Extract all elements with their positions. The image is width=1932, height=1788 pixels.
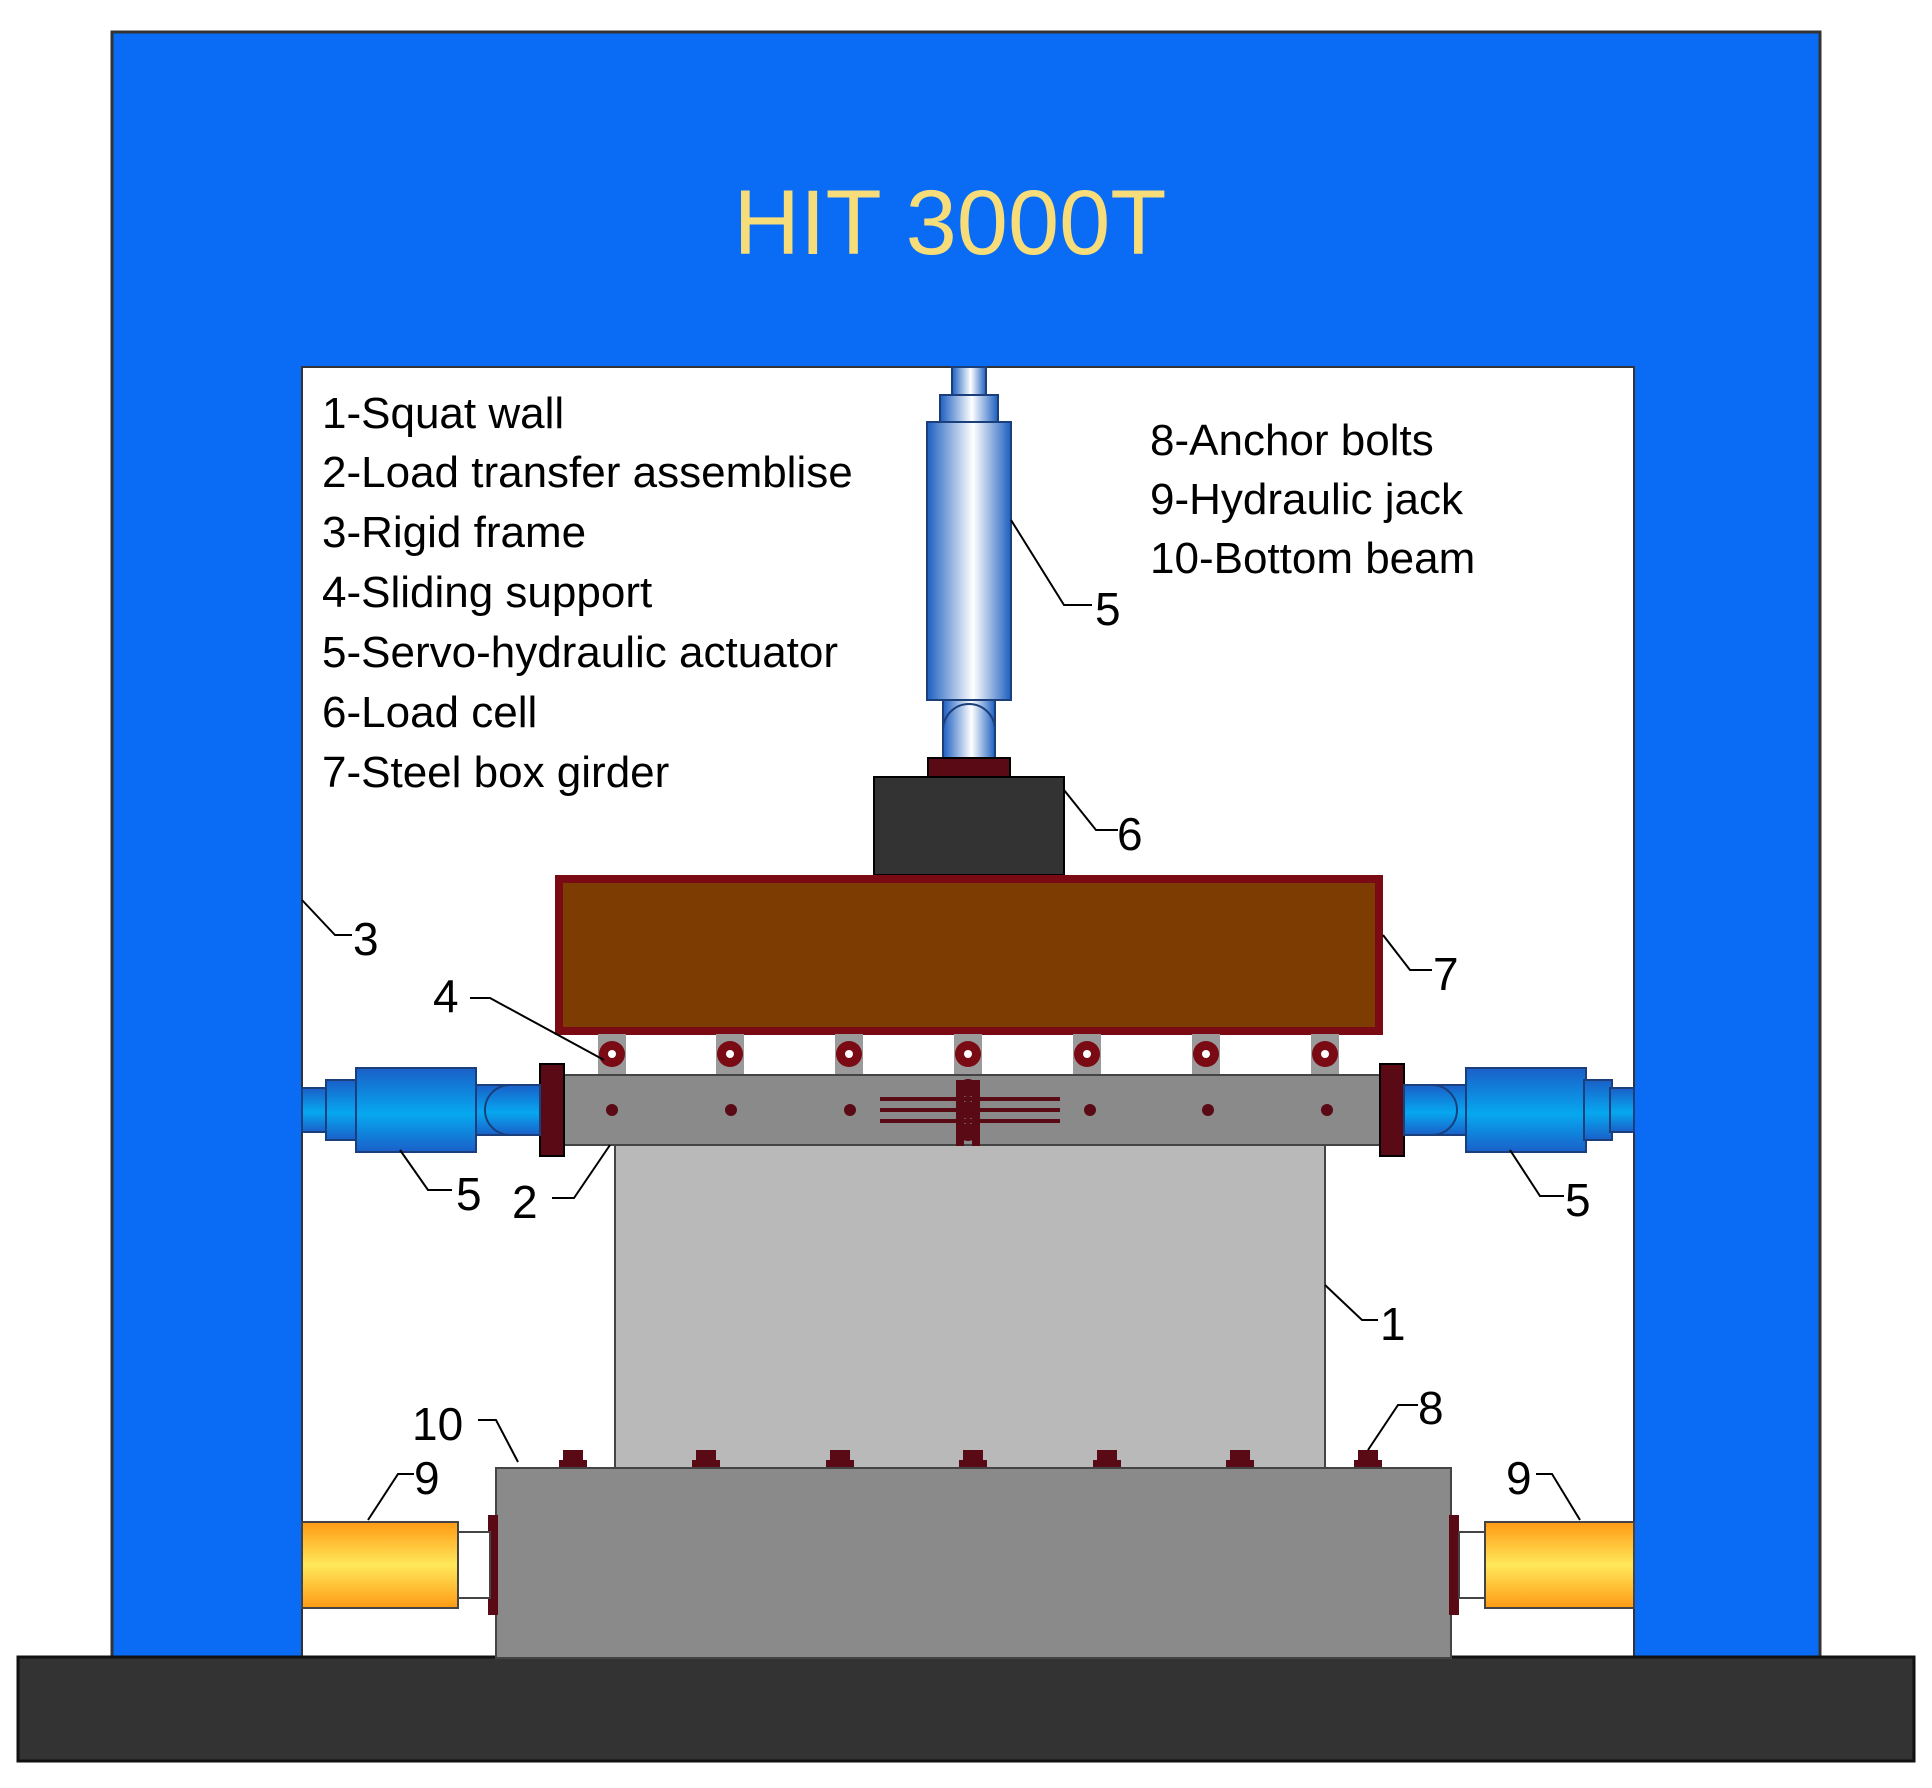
callout-squat-wall: 1	[1380, 1298, 1406, 1350]
callout-actuator-top: 5	[1095, 583, 1121, 635]
bottom-beam-left-plate	[488, 1515, 498, 1615]
steel-box-girder-web	[563, 883, 1375, 1027]
bottom-beam	[495, 1467, 1452, 1659]
bottom-beam-right-plate	[1449, 1515, 1459, 1615]
callout-bottom-beam: 10	[412, 1398, 463, 1450]
left-horizontal-actuator	[301, 1067, 541, 1153]
legend-item: 1-Squat wall	[322, 389, 564, 438]
legend-item: 3-Rigid frame	[322, 508, 586, 557]
right-horizontal-actuator	[1403, 1067, 1635, 1153]
callout-labels: 5 6 3 4 7 5 2 5 1 10 8 9 9	[353, 583, 1591, 1504]
legend-item: 6-Load cell	[322, 688, 537, 737]
callout-leaders	[301, 519, 1581, 1521]
callout-transfer-assembly: 2	[512, 1176, 538, 1228]
legend-item: 10-Bottom beam	[1150, 534, 1475, 583]
legend-item: 9-Hydraulic jack	[1150, 475, 1464, 524]
legend-right: 8-Anchor bolts 9-Hydraulic jack 10-Botto…	[1150, 416, 1475, 583]
legend-item: 4-Sliding support	[322, 568, 652, 617]
legend-item: 5-Servo-hydraulic actuator	[322, 628, 838, 677]
callout-actuator-left: 5	[456, 1168, 482, 1220]
vertical-actuator	[926, 366, 1012, 779]
ground-base	[16, 1655, 1916, 1763]
right-hydraulic-jack	[1458, 1521, 1635, 1609]
legend-item: 8-Anchor bolts	[1150, 416, 1434, 465]
left-hydraulic-jack	[301, 1521, 491, 1609]
callout-rigid-frame: 3	[353, 913, 379, 965]
load-transfer-assembly	[539, 1063, 1405, 1157]
load-cell	[873, 776, 1065, 876]
legend-left: 1-Squat wall 2-Load transfer assemblise …	[322, 389, 853, 797]
legend-item: 7-Steel box girder	[322, 748, 669, 797]
legend-item: 2-Load transfer assemblise	[322, 448, 853, 497]
callout-sliding-support: 4	[433, 970, 459, 1022]
callout-actuator-right: 5	[1565, 1174, 1591, 1226]
callout-jack-right: 9	[1506, 1452, 1532, 1504]
anchor-bolts	[559, 1450, 1382, 1468]
squat-wall	[614, 1144, 1326, 1469]
machine-title: HIT 3000T	[734, 172, 1167, 274]
callout-anchor-bolts: 8	[1418, 1382, 1444, 1434]
sliding-supports	[598, 1034, 1339, 1074]
callout-load-cell: 6	[1117, 808, 1143, 860]
callout-box-girder: 7	[1433, 948, 1459, 1000]
callout-jack-left: 9	[414, 1452, 440, 1504]
